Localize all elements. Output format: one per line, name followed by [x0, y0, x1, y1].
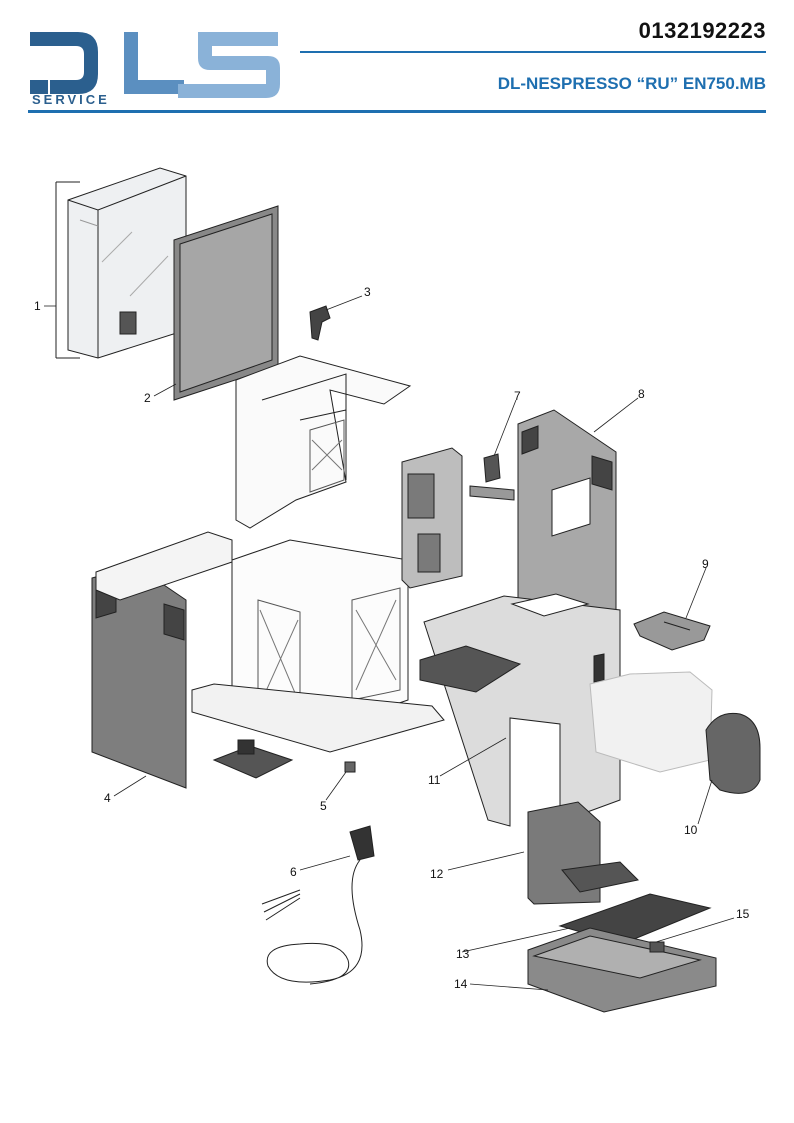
model-name: DL-NESPRESSO “RU” EN750.MB — [497, 74, 766, 93]
callout-4: 4 — [104, 791, 111, 805]
dls-service-logo: SERVICE — [30, 32, 280, 106]
callout-3: 3 — [364, 285, 371, 299]
callout-numbers: 1 2 3 4 5 6 7 8 9 10 11 12 13 14 15 — [34, 285, 750, 991]
part-drip-tray — [527, 927, 717, 1013]
callout-9: 9 — [702, 557, 709, 571]
callout-12: 12 — [430, 867, 444, 881]
header-rule-bottom — [28, 110, 766, 113]
part-valve — [469, 453, 515, 501]
callout-13: 13 — [456, 947, 470, 961]
callout-8: 8 — [638, 387, 645, 401]
callout-14: 14 — [454, 977, 468, 991]
callout-10: 10 — [684, 823, 698, 837]
callout-15: 15 — [736, 907, 750, 921]
callout-2: 2 — [144, 391, 151, 405]
part-connector — [309, 305, 331, 341]
leader-lines — [44, 295, 735, 991]
part-code: 0132192223 — [638, 18, 766, 43]
part-left-panel — [91, 531, 233, 789]
part-bracket — [633, 611, 711, 651]
part-drip-holder — [527, 801, 640, 905]
part-chassis — [191, 539, 445, 753]
part-water-tank — [55, 167, 187, 359]
callout-1: 1 — [34, 299, 41, 313]
callout-11: 11 — [428, 773, 441, 787]
callout-5: 5 — [320, 799, 327, 813]
part-control-board — [401, 447, 463, 589]
part-side-panel — [173, 205, 279, 401]
callout-7: 7 — [514, 389, 521, 403]
part-power-cord — [261, 825, 375, 985]
part-float — [649, 941, 665, 953]
logo-subtext: SERVICE — [32, 92, 110, 106]
part-outer-housing — [419, 593, 621, 827]
callout-6: 6 — [290, 865, 297, 879]
part-upper-frame — [235, 355, 412, 529]
header-rule-top — [300, 51, 766, 53]
part-foot — [212, 739, 356, 779]
part-rear-panel — [517, 409, 617, 641]
part-cover — [705, 712, 761, 794]
